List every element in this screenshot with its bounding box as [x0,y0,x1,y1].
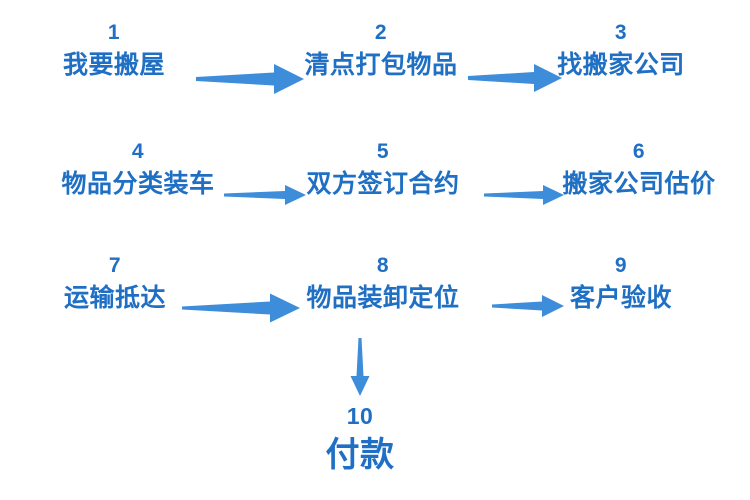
step-number: 3 [614,21,628,44]
step-number: 1 [107,21,121,44]
step-3[interactable]: 3 找搬家公司 [557,22,685,78]
step-label: 清点打包物品 [304,51,458,79]
arrow-step4-to-step5-icon [224,184,306,206]
arrow-step1-to-step2-icon [196,62,304,96]
step-5[interactable]: 5 双方签订合约 [306,141,459,197]
step-7[interactable]: 7 运输抵达 [64,255,166,311]
step-label: 双方签订合约 [306,170,460,198]
step-1[interactable]: 1 我要搬屋 [63,22,165,78]
step-number: 8 [376,254,390,277]
arrow-step8-to-step9-icon [492,294,564,318]
step-number: 7 [108,254,122,277]
step-label: 物品装卸定位 [306,284,460,312]
step-6[interactable]: 6 搬家公司估价 [562,141,715,197]
arrow-step2-to-step3-icon [468,62,562,94]
step-label: 运输抵达 [63,284,167,312]
step-number: 6 [632,140,646,163]
step-2[interactable]: 2 清点打包物品 [304,22,457,78]
arrow-step5-to-step6-icon [484,184,564,206]
step-number: 5 [376,140,390,163]
step-8[interactable]: 8 物品装卸定位 [306,255,459,311]
step-label: 我要搬屋 [62,51,166,79]
step-10[interactable]: 10 付款 [326,405,395,474]
step-label: 搬家公司估价 [562,170,716,198]
step-number: 2 [374,21,388,44]
step-9[interactable]: 9 客户验收 [570,255,672,311]
step-4[interactable]: 4 物品分类装车 [61,141,214,197]
step-label: 付款 [325,436,395,474]
step-number: 10 [346,403,374,429]
arrow-step7-to-step8-icon [182,292,300,324]
step-label: 客户验收 [569,284,673,312]
step-number: 9 [614,254,628,277]
step-label: 找搬家公司 [557,51,685,79]
step-label: 物品分类装车 [61,170,215,198]
arrow-step8-to-step10-icon [348,338,372,396]
step-number: 4 [131,140,145,163]
